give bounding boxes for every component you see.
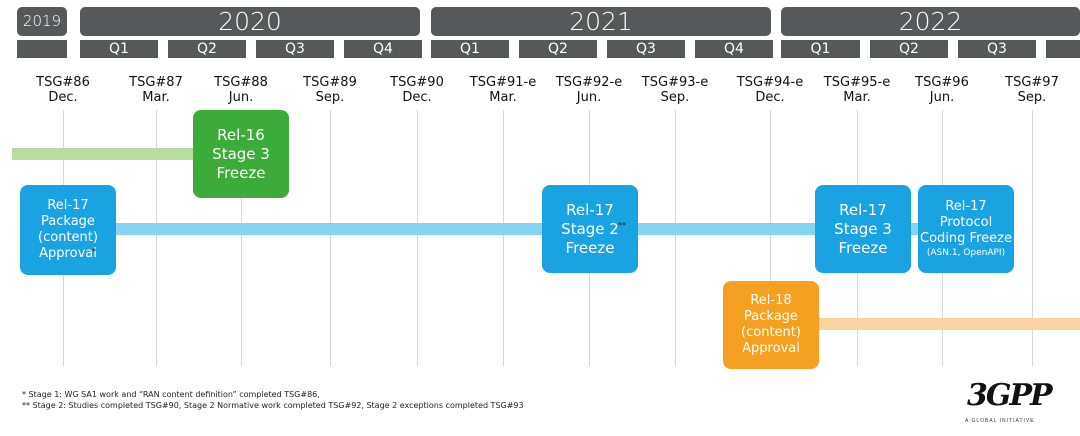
quarter-label: Q1: [80, 40, 158, 58]
rel18-timeline-bar: [815, 318, 1080, 330]
year-label: 2020: [80, 7, 420, 36]
meeting-gridline: [156, 110, 157, 366]
footnote-mark: **: [618, 221, 626, 230]
milestone-line: Protocol: [939, 215, 993, 230]
meeting-month: Dec.: [402, 90, 432, 105]
meeting-month: Jun.: [228, 90, 254, 105]
3gpp-logo: 3GPP A GLOBAL INITIATIVE: [965, 378, 1053, 426]
logo-tagline: A GLOBAL INITIATIVE: [965, 418, 1035, 424]
meeting-gridline: [241, 110, 242, 366]
meeting-month: Jun.: [929, 90, 955, 105]
quarter-label: Q3: [958, 40, 1036, 58]
meeting-name: TSG#95-e: [823, 75, 891, 90]
meeting-name: TSG#91-e: [469, 75, 537, 90]
meeting-month: Dec.: [755, 90, 785, 105]
milestone-line: Freeze: [838, 238, 888, 257]
year-label: 2022: [781, 7, 1080, 36]
meeting-name: TSG#97: [1005, 75, 1059, 90]
milestone-line: Rel-18: [750, 293, 792, 308]
meeting-name: TSG#96: [915, 75, 969, 90]
meeting-gridline: [503, 110, 504, 366]
milestone-line: Stage 3: [834, 219, 892, 238]
year-label: 2019: [17, 7, 67, 36]
quarter-label: Q3: [607, 40, 685, 58]
meeting-gridline: [675, 110, 676, 366]
year-label: 2021: [431, 7, 771, 36]
milestone-line: Rel-17: [47, 198, 89, 213]
milestone-line: Package: [744, 309, 798, 324]
milestone-subline: (ASN.1, OpenAPI): [926, 248, 1006, 258]
meeting-name: TSG#93-e: [641, 75, 709, 90]
quarter-label: Q4: [344, 40, 422, 58]
quarter-label: Q2: [168, 40, 246, 58]
footnote-stage2: ** Stage 2: Studies completed TSG#90, St…: [22, 401, 524, 410]
meeting-name: TSG#86: [36, 75, 90, 90]
meeting-name: TSG#92-e: [555, 75, 623, 90]
rel17-timeline-bar: [112, 223, 932, 235]
quarter-label: [1046, 40, 1080, 58]
meeting-name: TSG#89: [303, 75, 357, 90]
meeting-month: Mar.: [142, 90, 170, 105]
meeting-name: TSG#87: [129, 75, 183, 90]
meeting-month: Mar.: [489, 90, 517, 105]
milestone-line: (content): [741, 325, 801, 340]
meeting-gridline: [417, 110, 418, 366]
milestone-line: Approval: [742, 341, 800, 356]
milestone-line: Freeze: [565, 238, 615, 257]
quarter-label: Q4: [695, 40, 773, 58]
meeting-month: Dec.: [48, 90, 78, 105]
meeting-gridline: [1032, 110, 1033, 366]
milestone-line: Stage 2: [561, 219, 619, 238]
footnote-mark: *: [92, 247, 96, 256]
quarter-label: Q2: [870, 40, 948, 58]
milestone-line: Coding Freeze: [920, 231, 1012, 246]
meeting-month: Sep.: [315, 90, 345, 105]
quarter-label: Q2: [519, 40, 597, 58]
milestone-line: Freeze: [216, 163, 266, 182]
milestone-line: Rel-17: [839, 200, 887, 219]
milestone-line: Approval: [39, 246, 97, 261]
quarter-label: Q1: [781, 40, 860, 58]
footnote-stage1: * Stage 1: WG SA1 work and “RAN content …: [22, 390, 320, 399]
meeting-month: Mar.: [843, 90, 871, 105]
quarter-label: Q1: [431, 40, 509, 58]
milestone-line: Package: [41, 214, 95, 229]
meeting-month: Sep.: [660, 90, 690, 105]
meeting-name: TSG#90: [390, 75, 444, 90]
quarter-label: [17, 40, 67, 58]
meeting-gridline: [330, 110, 331, 366]
milestone-line: Rel-17: [566, 200, 614, 219]
milestone-line: Stage 3: [212, 144, 270, 163]
meeting-month: Sep.: [1017, 90, 1047, 105]
meeting-name: TSG#88: [214, 75, 268, 90]
meeting-gridline: [770, 110, 771, 366]
meeting-name: TSG#94-e: [736, 75, 804, 90]
rel16-timeline-bar: [12, 148, 196, 160]
meeting-month: Jun.: [576, 90, 602, 105]
quarter-label: Q3: [256, 40, 334, 58]
milestone-line: (content): [38, 230, 98, 245]
logo-wordmark: 3GPP: [967, 378, 1053, 413]
milestone-line: Rel-17: [945, 199, 987, 214]
milestone-line: Rel-16: [217, 125, 265, 144]
